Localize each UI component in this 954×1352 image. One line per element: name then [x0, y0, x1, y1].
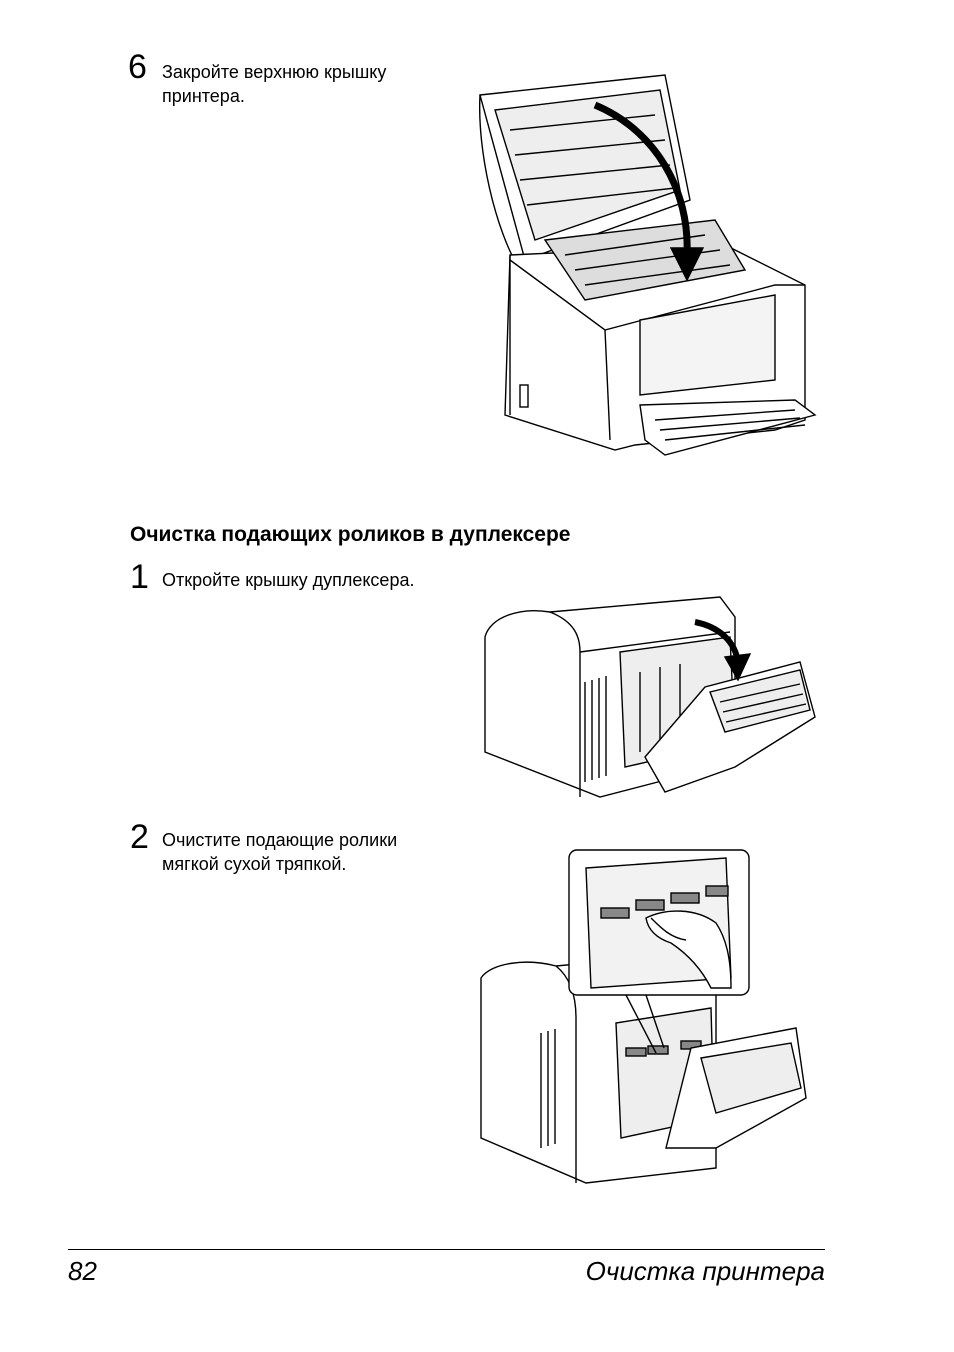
- duplex-cover-open-illustration: [480, 592, 820, 802]
- chapter-title: Очистка принтера: [585, 1256, 825, 1286]
- step-6-text: Закройте верхнюю крышку принтера.: [162, 62, 387, 106]
- step-2-number: 2: [130, 818, 149, 856]
- footer-rule: [68, 1249, 825, 1250]
- step-1-number: 1: [130, 558, 149, 596]
- page-number: 82: [68, 1256, 97, 1286]
- section-heading: Очистка подающих роликов в дуплексере: [130, 523, 571, 546]
- step-6-number: 6: [128, 48, 147, 86]
- printer-open-top-cover-illustration: [475, 70, 820, 470]
- step-1-text: Откройте крышку дуплексера.: [162, 570, 415, 590]
- step-2-text: Очистите подающие ролики мягкой сухой тр…: [162, 830, 398, 874]
- clean-rollers-illustration: [476, 848, 811, 1188]
